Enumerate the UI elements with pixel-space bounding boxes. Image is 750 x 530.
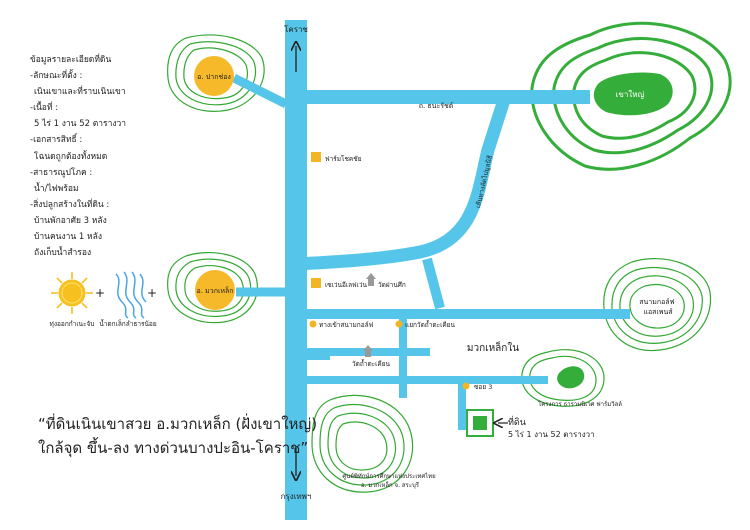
research-center-line2: อ. มวกเหล็ก จ. สระบุรี — [361, 480, 420, 489]
info-line: 5 ไร่ 1 งาน 52 ตารางวา — [34, 119, 127, 130]
soi3-label: ซอย 3 — [474, 383, 492, 391]
project-label: โครงการ ธารามนิเวศ ฟาร์มวิลล์ — [538, 400, 622, 408]
info-line: -เอกสารสิทธิ์ : — [30, 135, 83, 146]
sun-icon — [51, 272, 93, 314]
tagline-line1: “ที่ดินเนินเขาสวย อ.มวกเหล็ก (ฝั่งเขาใหญ… — [38, 415, 318, 433]
temple-icon — [363, 345, 373, 357]
temple-icon — [366, 273, 376, 286]
hill-research-contours — [311, 394, 414, 493]
golf-entrance-label: ทางเข้าสนามกอล์ฟ — [319, 321, 374, 329]
city-pakchong-label: อ. ปากช่อง — [197, 73, 231, 81]
plus-sign-2: + — [147, 286, 157, 300]
research-center-label: ศูนย์พิทักษ์การศึกษาแห่งประเทศไทย อ. มวก… — [342, 472, 437, 489]
junction-temple-label: แยกวัดถ้ำตะเคียน — [405, 320, 455, 329]
info-line: -ลักษณะที่ตั้ง : — [30, 71, 83, 82]
plus-sign-1: + — [95, 286, 105, 300]
muaklek-nai-label: มวกเหล็กใน — [467, 340, 519, 354]
hill-golf-label: สนามกอล์ฟ แอสเพนส์ — [639, 298, 677, 316]
land-plot-marker — [466, 409, 494, 437]
info-line: เนินเขาและที่ราบเนินเขา — [34, 87, 126, 98]
tagline-line2: ใกล้จุด ขึ้น-ลง ทางด่วนบางปะอิน-โคราช” — [38, 439, 309, 457]
hill-khaoyai-label: เขาใหญ่ — [616, 90, 645, 99]
soi3-marker — [462, 382, 470, 390]
direction-bottom-label: กรุงเทพฯ — [281, 492, 312, 501]
hill-golf-label-line2: แอสเพนส์ — [643, 308, 673, 316]
city-pakchong-marker — [194, 56, 234, 96]
sun-label: ทุ่งออกกำเนะจับ — [50, 320, 95, 328]
hill-khaoyai — [530, 21, 732, 171]
temple-wat-phan-label: วัดผ่านศึก — [378, 281, 406, 289]
land-label: ที่ดิน — [508, 415, 526, 428]
hill-golf-label-line1: สนามกอล์ฟ — [639, 298, 674, 306]
hill-pakchong-contours — [167, 34, 265, 112]
farm-chokchai-marker — [311, 152, 321, 162]
info-line: น้ำ/ไฟพร้อม — [34, 183, 79, 194]
city-muaklek-marker — [195, 270, 235, 310]
info-line: โฉนดถูกต้องทั้งหมด — [34, 151, 108, 162]
land-info-panel: ข้อมูลรายละเอียดที่ดิน -ลักษณะที่ตั้ง : … — [30, 52, 180, 261]
farm-chokchai-label: ฟาร์มโชคชัย — [325, 155, 362, 163]
hill-golf-contours — [603, 258, 712, 352]
golf-entrance-marker — [309, 320, 317, 328]
tagline: “ที่ดินเนินเขาสวย อ.มวกเหล็ก (ฝั่งเขาใหญ… — [38, 412, 317, 460]
research-center-line1: ศูนย์พิทักษ์การศึกษาแห่งประเทศไทย — [342, 472, 435, 480]
info-line: -สาธารณูปโภค : — [30, 167, 93, 178]
info-line: -เนื้อที่ : — [30, 103, 59, 114]
info-line: ถังเก็บน้ำสำรอง — [34, 248, 92, 259]
info-line: บ้านพักอาศัย 3 หลัง — [34, 215, 107, 226]
junction-temple-marker — [395, 320, 403, 328]
city-muaklek-label: อ. มวกเหล็ก — [197, 286, 234, 295]
land-plot-fill — [473, 416, 487, 430]
lotus-marker — [311, 278, 321, 288]
land-size-label: 5 ไร่ 1 งาน 52 ตารางวา — [508, 430, 595, 439]
wat-tham-takhian-label: วัดถ้ำตะเคียน — [352, 359, 391, 368]
road-network — [231, 20, 630, 520]
road-thanarat-label: ถ. ธนะรัชต์ — [419, 102, 454, 110]
lotus-label: เซเว่นอีเลฟเว่น — [325, 281, 368, 289]
info-line: -สิ่งปลูกสร้างในที่ดิน : — [30, 199, 110, 210]
hill-farmville — [521, 349, 605, 407]
info-title: ข้อมูลรายละเอียดที่ดิน — [30, 55, 112, 65]
water-label: น้ำตกเล็กลำธารน้อย — [99, 319, 156, 328]
waterfall-icon — [115, 271, 147, 319]
direction-top-label: โคราช — [284, 24, 308, 34]
hill-muaklek-contours — [167, 251, 258, 324]
info-line: บ้านคนงาน 1 หลัง — [34, 232, 102, 243]
